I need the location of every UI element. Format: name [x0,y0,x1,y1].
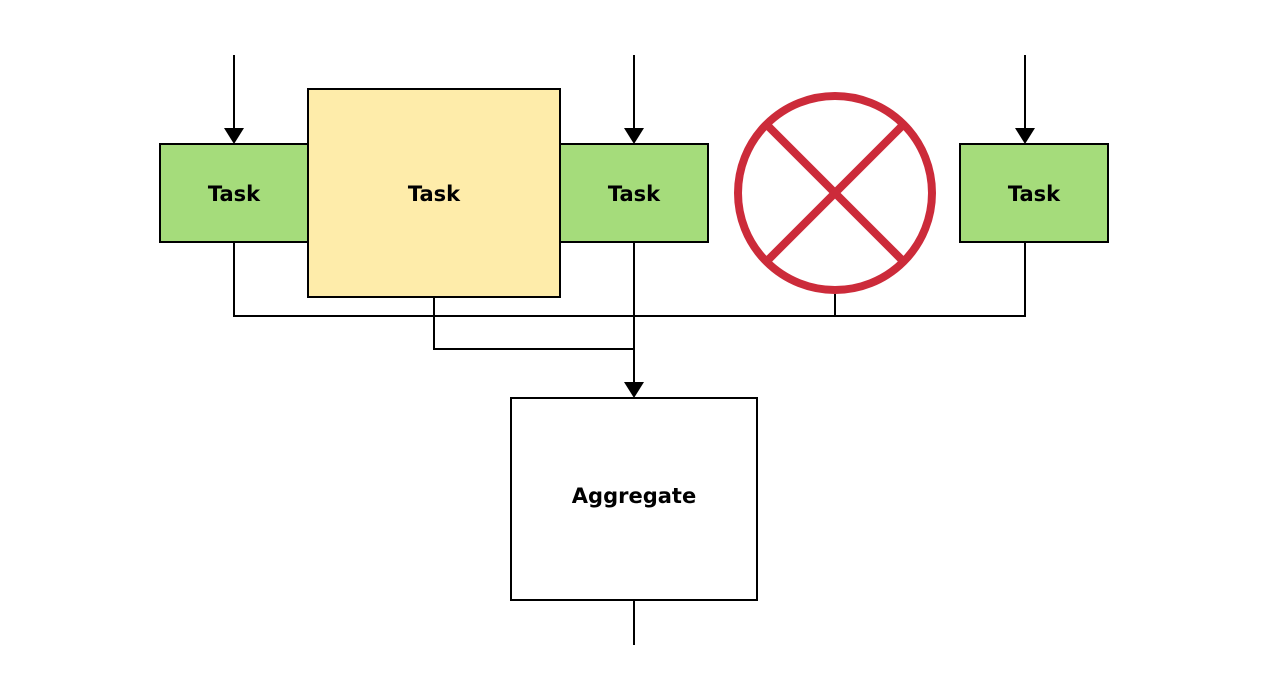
wire-task-2 [433,297,634,350]
task-node-4-cancelled [734,92,936,294]
wire-task-1 [233,242,634,317]
task-label: Task [1008,182,1061,206]
task-label: Task [208,182,261,206]
task-node-2-slow: Task [307,88,561,298]
task-label: Task [608,182,661,206]
task-node-1: Task [159,143,309,243]
task-node-5: Task [959,143,1109,243]
input-arrow-task-5 [1015,55,1035,144]
wire-task-5 [634,242,1026,317]
task-node-3: Task [559,143,709,243]
input-arrow-task-3 [624,55,644,144]
collector-wires [233,242,1026,398]
aggregate-label: Aggregate [572,484,696,508]
task-label: Task [408,182,461,206]
aggregate-arrowhead [624,382,644,398]
aggregate-node: Aggregate [510,397,758,601]
input-arrow-task-1 [224,55,244,144]
cancel-x-icon [734,92,936,294]
